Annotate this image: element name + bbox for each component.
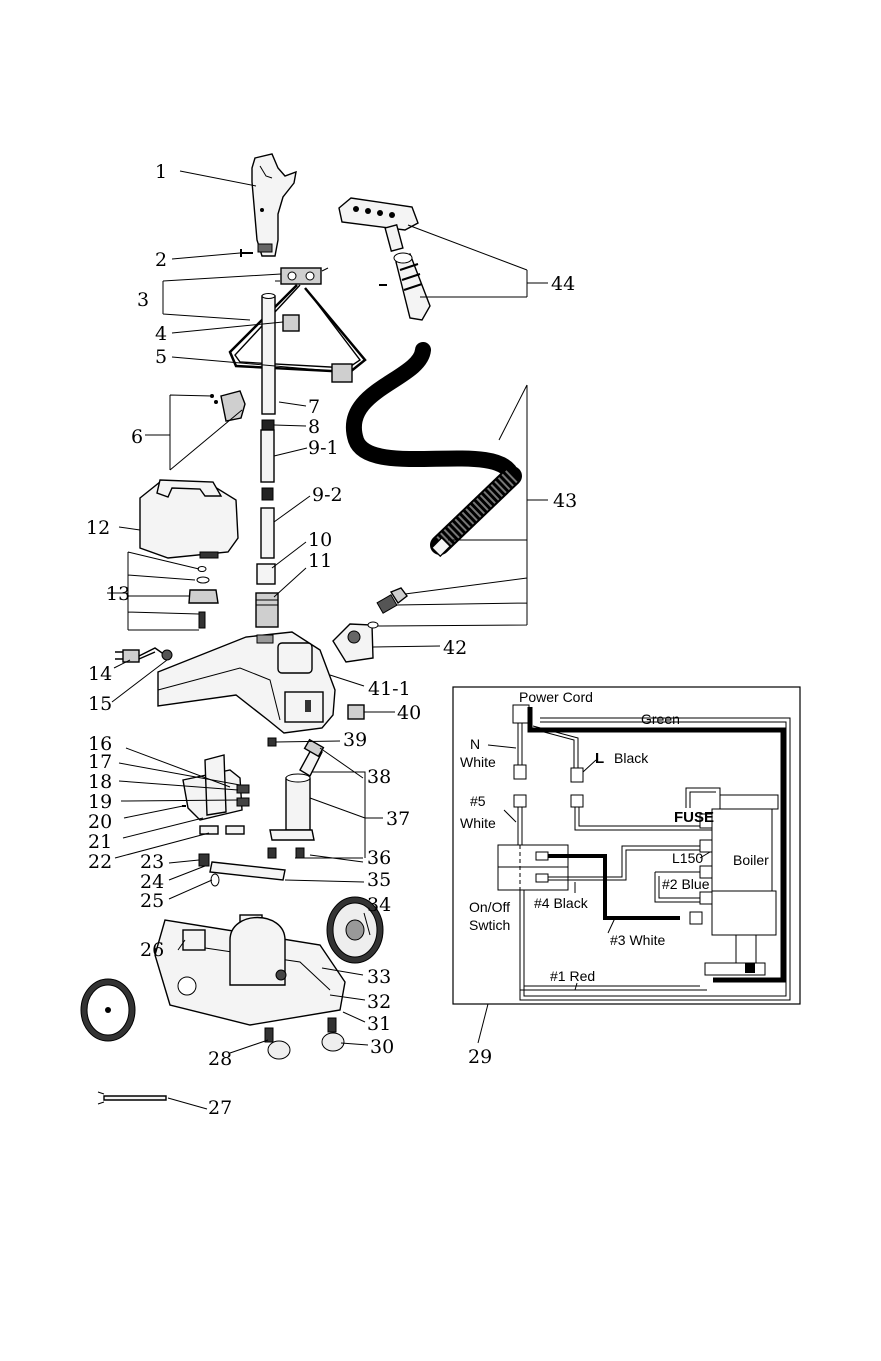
label-41-1: 41-1: [368, 678, 411, 700]
label-35: 35: [367, 869, 391, 891]
label-15: 15: [88, 693, 112, 715]
part-4-5-hanger-frame: [230, 285, 365, 382]
wire-label-n-white: White: [460, 754, 496, 770]
wire-label-l: L: [595, 750, 604, 767]
label-29: 29: [468, 1046, 492, 1068]
part-6-clip: [210, 391, 245, 421]
label-33: 33: [367, 966, 391, 988]
label-25: 25: [140, 890, 164, 912]
label-34: 34: [367, 894, 391, 916]
part-2-screw: [241, 249, 253, 257]
wire-label-fuse: FUSE: [674, 809, 714, 826]
wire-label-2-blue: #2 Blue: [662, 876, 710, 892]
label-28: 28: [208, 1048, 232, 1070]
label-5: 5: [155, 346, 167, 368]
part-11-socket: [256, 593, 278, 627]
wire-label-1-red: #1 Red: [550, 968, 595, 984]
label-7: 7: [308, 396, 320, 418]
label-8: 8: [308, 416, 320, 438]
wire-label-power-cord: Power Cord: [519, 689, 593, 705]
wiring-diagram: Power Cord Green N White L Black #5 Whit…: [453, 687, 800, 1043]
label-36: 36: [367, 847, 391, 869]
part-9-1-pole: [261, 430, 274, 482]
wire-label-n: N: [470, 736, 480, 752]
part-1-handle-top: [252, 154, 296, 256]
part-9-2-pole: [261, 488, 274, 558]
part-8-spring: [262, 420, 274, 430]
part-3-hanger-clamp: [275, 268, 328, 284]
label-11: 11: [308, 550, 332, 572]
label-21: 21: [88, 831, 112, 853]
part-23-25-axle: [199, 854, 285, 886]
part-39-screw: [268, 738, 276, 746]
label-13: 13: [106, 583, 130, 605]
wire-label-switch-1: On/Off: [469, 899, 510, 915]
part-44-steam-head: [339, 198, 430, 320]
label-10: 10: [308, 529, 332, 551]
wire-label-l-black: Black: [614, 750, 649, 766]
label-30: 30: [370, 1036, 394, 1058]
part-28-caster: [265, 1028, 290, 1059]
label-23: 23: [140, 851, 164, 873]
part-wheel-left: [81, 979, 135, 1041]
wire-label-5-num: #5: [470, 793, 486, 809]
part-37-38-pump: [268, 740, 323, 858]
label-31: 31: [367, 1013, 391, 1035]
part-15-grommet: [162, 650, 172, 660]
label-43: 43: [553, 490, 577, 512]
label-4: 4: [155, 323, 167, 345]
wire-label-green: Green: [641, 711, 680, 727]
part-41-1-housing: [158, 632, 335, 733]
wire-label-3-white: #3 White: [610, 932, 665, 948]
label-20: 20: [88, 811, 112, 833]
label-32: 32: [367, 991, 391, 1013]
part-31-base: [155, 915, 345, 1025]
label-26: 26: [140, 939, 164, 961]
part-27-tool: [98, 1092, 166, 1104]
part-14-power-plug: [115, 648, 165, 662]
part-16-22-bracket: [182, 755, 249, 834]
label-37: 37: [386, 808, 410, 830]
label-6: 6: [131, 426, 143, 448]
wire-label-boiler: Boiler: [733, 852, 769, 868]
label-2: 2: [155, 249, 167, 271]
label-42: 42: [443, 637, 467, 659]
part-7-upper-pole: [262, 294, 275, 415]
label-9-1: 9-1: [308, 437, 339, 459]
part-10-sleeve: [257, 564, 275, 584]
label-1: 1: [155, 161, 167, 183]
label-27: 27: [208, 1097, 232, 1119]
part-12-water-tank: [140, 480, 238, 558]
label-18: 18: [88, 771, 112, 793]
part-42-fitting: [333, 624, 373, 662]
wire-label-switch-2: Swtich: [469, 917, 510, 933]
label-39: 39: [343, 729, 367, 751]
label-9-2: 9-2: [312, 484, 343, 506]
label-44: 44: [551, 273, 575, 295]
wire-label-4-black: #4 Black: [534, 895, 589, 911]
label-40: 40: [397, 702, 421, 724]
label-14: 14: [88, 663, 112, 685]
part-30-caster: [322, 1018, 344, 1051]
label-17: 17: [88, 751, 112, 773]
part-43-hose: [354, 350, 512, 628]
wire-label-5-white: White: [460, 815, 496, 831]
label-22: 22: [88, 851, 112, 873]
label-38: 38: [367, 766, 391, 788]
part-13-valve: [189, 567, 218, 629]
label-3: 3: [137, 289, 149, 311]
label-12: 12: [86, 517, 110, 539]
wire-label-l150: L150: [672, 850, 703, 866]
label-19: 19: [88, 791, 112, 813]
part-40-switch: [348, 705, 364, 719]
